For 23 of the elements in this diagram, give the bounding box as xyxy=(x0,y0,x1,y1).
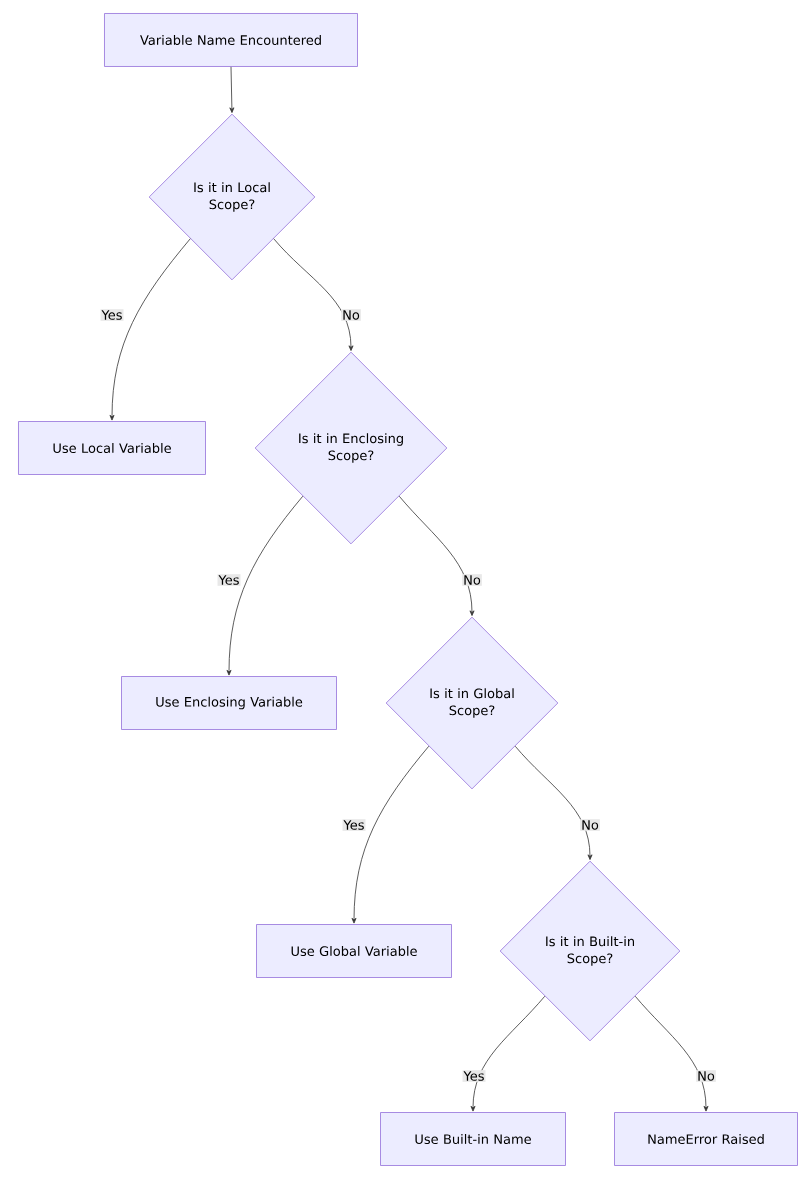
edge-label: No xyxy=(696,1070,716,1082)
arrow xyxy=(470,995,546,1112)
edge-label: No xyxy=(341,309,361,321)
edge-label: Yes xyxy=(342,819,366,831)
arrow xyxy=(273,238,354,351)
process-box: Use Local Variable xyxy=(18,421,206,475)
edge-label: Yes xyxy=(217,574,241,586)
arrow xyxy=(351,745,430,924)
process-box: Use Built-in Name xyxy=(380,1112,566,1166)
arrow xyxy=(229,66,235,113)
arrow xyxy=(398,495,475,616)
arrow xyxy=(109,238,191,421)
edge-label: No xyxy=(462,574,482,586)
edge-label: No xyxy=(580,819,600,831)
edge-label: Yes xyxy=(462,1070,486,1082)
arrow xyxy=(514,745,593,860)
process-box: Use Global Variable xyxy=(256,924,452,978)
process-box: Use Enclosing Variable xyxy=(121,676,337,730)
process-box: NameError Raised xyxy=(614,1112,798,1166)
arrow xyxy=(634,995,709,1112)
edge-label: Yes xyxy=(100,309,124,321)
process-box: Variable Name Encountered xyxy=(104,13,358,67)
arrow xyxy=(226,495,304,676)
